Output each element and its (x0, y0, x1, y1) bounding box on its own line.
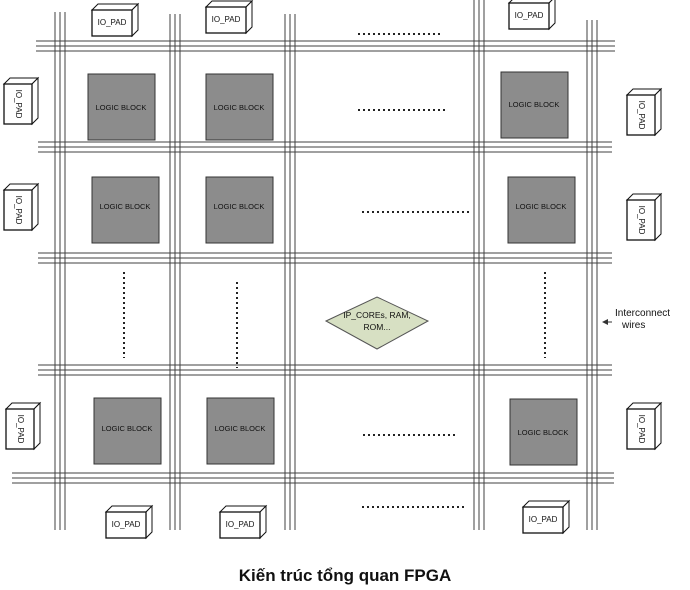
logic-block: LOGIC BLOCK (509, 398, 578, 466)
logic-block: LOGIC BLOCK (205, 176, 274, 244)
io-pad-label: IO_PAD (212, 15, 241, 24)
logic-block: LOGIC BLOCK (93, 397, 162, 465)
io-pad: IO_PAD (104, 504, 154, 540)
logic-block-label: LOGIC BLOCK (509, 100, 560, 109)
io-pad: IO_PAD (218, 504, 268, 540)
interconnect-label-line1: Interconnect (615, 308, 670, 319)
io-pad-label: IO_PAD (637, 415, 646, 444)
routing-wires (12, 0, 615, 530)
logic-block-label: LOGIC BLOCK (100, 202, 151, 211)
io-pad-label: IO_PAD (14, 90, 23, 119)
logic-blocks: LOGIC BLOCK LOGIC BLOCK LOGIC BLOCK LOGI… (87, 71, 578, 466)
io-pad: IO_PAD (625, 87, 663, 137)
diagram-caption: Kiến trúc tổng quan FPGA (238, 566, 452, 585)
io-pad-label: IO_PAD (112, 520, 141, 529)
interconnect-annotation: Interconnect wires (602, 308, 670, 331)
io-pad: IO_PAD (4, 401, 42, 451)
logic-block-label: LOGIC BLOCK (518, 428, 569, 437)
io-pad-label: IO_PAD (16, 415, 25, 444)
io-pad-label: IO_PAD (98, 18, 127, 27)
logic-block-label: LOGIC BLOCK (96, 103, 147, 112)
logic-block: LOGIC BLOCK (206, 397, 275, 465)
io-pad: IO_PAD (507, 0, 556, 31)
ip-core-label-line1: IP_COREs, RAM, (343, 310, 411, 320)
io-pad: IO_PAD (625, 192, 663, 242)
io-pad: IO_PAD (90, 2, 140, 38)
io-pads: IO_PAD IO_PAD IO_PAD IO_PAD IO_PAD IO_PAD IO_P… (2, 0, 663, 540)
io-pad-label: IO_PAD (14, 196, 23, 225)
logic-block: LOGIC BLOCK (87, 73, 156, 141)
io-pad: IO_PAD (204, 0, 254, 35)
io-pad-label: IO_PAD (529, 515, 558, 524)
logic-block-label: LOGIC BLOCK (102, 424, 153, 433)
logic-block: LOGIC BLOCK (507, 176, 576, 244)
io-pad: IO_PAD (521, 499, 571, 535)
io-pad-label: IO_PAD (226, 520, 255, 529)
logic-block: LOGIC BLOCK (500, 71, 569, 139)
logic-block-label: LOGIC BLOCK (215, 424, 266, 433)
io-pad: IO_PAD (2, 182, 40, 232)
io-pad-label: IO_PAD (637, 206, 646, 235)
interconnect-label-line2: wires (621, 320, 645, 331)
io-pad-label: IO_PAD (637, 101, 646, 130)
io-pad-label: IO_PAD (515, 11, 544, 20)
io-pad: IO_PAD (2, 76, 40, 126)
logic-block-label: LOGIC BLOCK (214, 103, 265, 112)
fpga-architecture-diagram: LOGIC BLOCK LOGIC BLOCK LOGIC BLOCK LOGI… (2, 0, 670, 540)
logic-block-label: LOGIC BLOCK (214, 202, 265, 211)
ip-core-label-line2: ROM... (364, 322, 391, 332)
ip-core-block: IP_COREs, RAM, ROM... (324, 296, 430, 350)
ellipsis-dots (123, 33, 546, 508)
logic-block: LOGIC BLOCK (91, 176, 160, 244)
logic-block-label: LOGIC BLOCK (516, 202, 567, 211)
io-pad: IO_PAD (625, 401, 663, 451)
logic-block: LOGIC BLOCK (205, 73, 274, 141)
